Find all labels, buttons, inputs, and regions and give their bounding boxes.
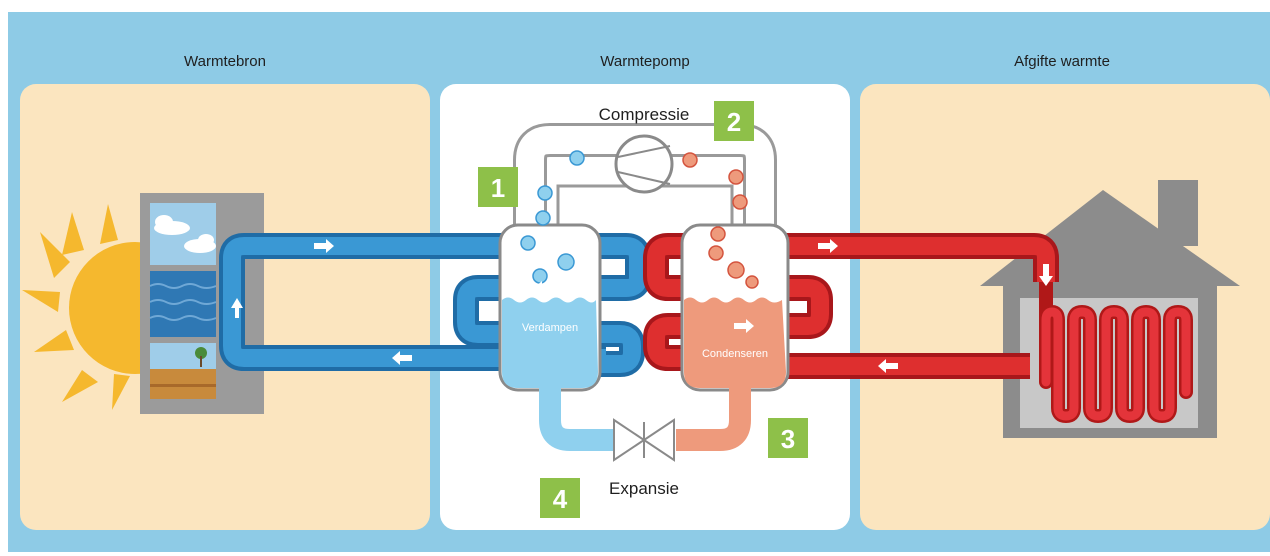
condenser-vessel [680,223,790,392]
step-badge-2: 2 [714,101,754,141]
environment-strip-icon [140,193,264,414]
expansion-valve-icon [613,418,675,462]
step-badge-3: 3 [768,418,808,458]
step-badge-4: 4 [540,478,580,518]
section-title-heat-source: Warmtebron [184,53,266,70]
svg-text:3: 3 [781,424,795,454]
label-compression: Compressie [599,105,690,124]
cold-fluid-pipe [539,388,614,451]
svg-text:4: 4 [553,484,568,514]
section-title-heat-pump: Warmtepomp [600,53,689,70]
svg-text:1: 1 [491,173,505,203]
svg-text:2: 2 [727,107,741,137]
section-title-heat-delivery: Afgifte warmte [1014,53,1110,70]
hot-gas-bubbles [682,152,759,289]
label-evaporate: Verdampen [522,322,578,334]
arrow-icon [231,239,1053,373]
label-expansion: Expansie [609,479,679,498]
label-condense: Condenseren [702,348,768,360]
step-badge-1: 1 [478,167,518,207]
evaporator-vessel [498,223,602,392]
hot-fluid-pipe [676,388,751,451]
cold-loop-pipe [219,233,651,377]
compressor-icon [614,134,674,194]
